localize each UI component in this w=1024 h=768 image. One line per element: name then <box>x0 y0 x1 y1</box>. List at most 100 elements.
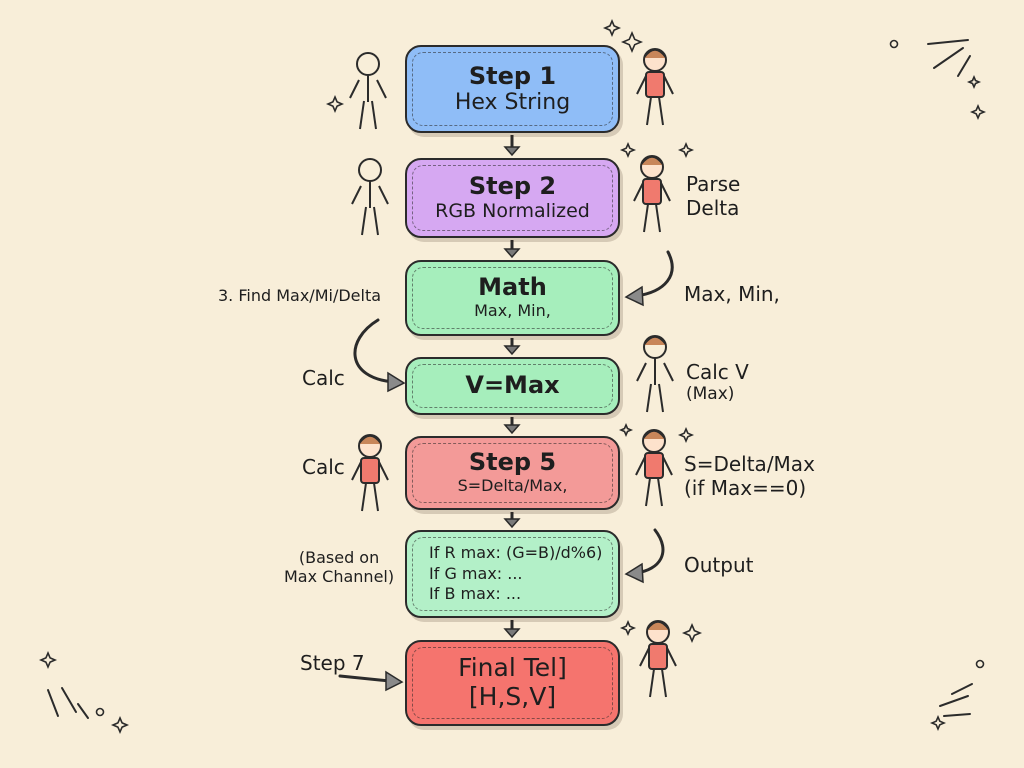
figure-right-5-legs <box>649 668 667 698</box>
sparkle-10 <box>681 622 703 644</box>
corner-lines-bottom-right-1 <box>939 695 969 707</box>
node-step-5-subtitle: S=Delta/Max, <box>457 476 568 496</box>
node-hue-calc: If R max: (G=B)/d%6) If G max: ... If B … <box>405 530 620 618</box>
label-s-formula-line2: (if Max==0) <box>684 476 807 500</box>
node-v-max-title: V=Max <box>465 371 560 400</box>
node-step-2: Step 2 RGB Normalized <box>405 158 620 238</box>
sparkle-1 <box>602 18 622 38</box>
node-step-1-subtitle: Hex String <box>454 90 571 116</box>
figure-right-2-legs <box>643 203 661 233</box>
node-step-5-title: Step 5 <box>468 447 557 476</box>
corner-dot-1 <box>975 659 985 669</box>
node-step-1: Step 1 Hex String <box>405 45 620 133</box>
figure-left-1-head <box>356 52 380 76</box>
label-s-formula-line1: S=Delta/Max <box>684 452 815 476</box>
label-parse-delta: Parse Delta <box>686 172 740 220</box>
figure-right-3-arms <box>636 362 674 382</box>
figure-right-5-arms <box>639 647 677 667</box>
node-step-1-title: Step 1 <box>468 61 557 90</box>
node-step-2-title: Step 2 <box>468 171 557 200</box>
arrow-to-v-max-curve <box>353 318 396 384</box>
node-final-title: Final Tel] <box>458 653 567 683</box>
sparkle-3 <box>969 103 987 121</box>
sparkle-8 <box>618 422 634 438</box>
figure-right-2-arms <box>633 182 671 202</box>
connector-arrowhead-2 <box>503 345 521 356</box>
sparkle-9 <box>619 619 637 637</box>
figure-left-3-legs <box>361 482 379 512</box>
corner-lines-top-right-1 <box>927 39 969 45</box>
label-output: Output <box>684 553 754 577</box>
corner-lines-bottom-right-2 <box>943 713 971 717</box>
label-calc-v: Calc V (Max) <box>686 360 749 404</box>
figure-right-5-hair <box>646 621 670 631</box>
figure-left-1-arms <box>349 79 387 99</box>
connector-arrowhead-5 <box>503 628 521 639</box>
node-hue-line-g: If G max: ... <box>429 563 523 583</box>
sparkle-6 <box>677 141 695 159</box>
label-calc-v-line2: (Max) <box>686 384 735 404</box>
sparkle-4 <box>966 74 982 90</box>
corner-lines-bottom-left-1 <box>47 689 59 717</box>
sparkle-13 <box>929 714 947 732</box>
arrow-to-v-max-arrowhead <box>387 371 406 393</box>
node-v-max: V=Max <box>405 357 620 415</box>
arrow-to-math-curve <box>634 250 674 298</box>
label-calc-left-2: Calc <box>302 455 345 479</box>
node-step-2-subtitle: RGB Normalized <box>435 200 590 223</box>
sparkle-7 <box>677 426 695 444</box>
label-calc-left-1: Calc <box>302 366 345 390</box>
label-parse: Parse <box>686 172 741 196</box>
label-find-max: 3. Find Max/Mi/Delta <box>218 286 382 305</box>
figure-right-4-arms <box>635 456 673 476</box>
corner-lines-top-right-3 <box>957 55 971 77</box>
node-math-subtitle: Max, Min, <box>474 301 551 321</box>
figure-right-5-shirt <box>648 643 668 670</box>
label-calc-v-line1: Calc V <box>686 360 749 384</box>
corner-lines-bottom-left-3 <box>77 703 89 719</box>
figure-right-4-hair <box>642 430 666 440</box>
corner-dot-2 <box>95 707 105 717</box>
sparkle-5 <box>619 141 637 159</box>
label-based-on-line2: Max Channel) <box>284 567 395 587</box>
arrow-to-math-arrowhead <box>624 285 644 307</box>
sparkle-0 <box>325 94 345 114</box>
figure-left-3-arms <box>351 461 389 481</box>
node-math: Math Max, Min, <box>405 260 620 336</box>
figure-left-2-arms <box>351 185 389 205</box>
figure-left-1-legs <box>359 100 377 130</box>
figure-left-2-head <box>358 158 382 182</box>
label-based-on-line1: (Based on <box>298 548 380 567</box>
figure-right-3-hair <box>643 336 667 346</box>
label-s-formula: S=Delta/Max (if Max==0) <box>684 452 815 500</box>
label-based-on: (Based on Max Channel) <box>284 548 394 586</box>
node-final: Final Tel] [H,S,V] <box>405 640 620 726</box>
sparkle-12 <box>110 715 130 735</box>
figure-left-2-legs <box>361 206 379 236</box>
figure-right-2-hair <box>640 156 664 166</box>
corner-dot-0 <box>889 39 899 49</box>
arrow-to-hue-calc-arrowhead <box>624 562 644 584</box>
connector-arrowhead-1 <box>503 248 521 259</box>
arrow-to-final-curve <box>338 674 392 683</box>
connector-arrowhead-3 <box>503 424 521 435</box>
figure-left-3-hair <box>358 435 382 445</box>
corner-lines-top-right-2 <box>933 47 964 69</box>
connector-arrowhead-4 <box>503 518 521 529</box>
figure-right-4-shirt <box>644 452 664 479</box>
label-step-7: Step 7 <box>300 651 365 675</box>
node-math-title: Math <box>478 272 547 301</box>
sparkle-2 <box>620 30 644 54</box>
figure-right-1-hair <box>643 49 667 59</box>
figure-left-3-shirt <box>360 457 380 484</box>
corner-lines-bottom-right-3 <box>951 683 973 695</box>
figure-right-4-legs <box>645 477 663 507</box>
arrow-to-final-arrowhead <box>385 670 404 692</box>
figure-right-2-shirt <box>642 178 662 205</box>
node-hue-line-b: If B max: ... <box>429 584 522 604</box>
sparkle-11 <box>38 650 58 670</box>
figure-right-3-legs <box>646 383 664 413</box>
node-step-5: Step 5 S=Delta/Max, <box>405 436 620 510</box>
